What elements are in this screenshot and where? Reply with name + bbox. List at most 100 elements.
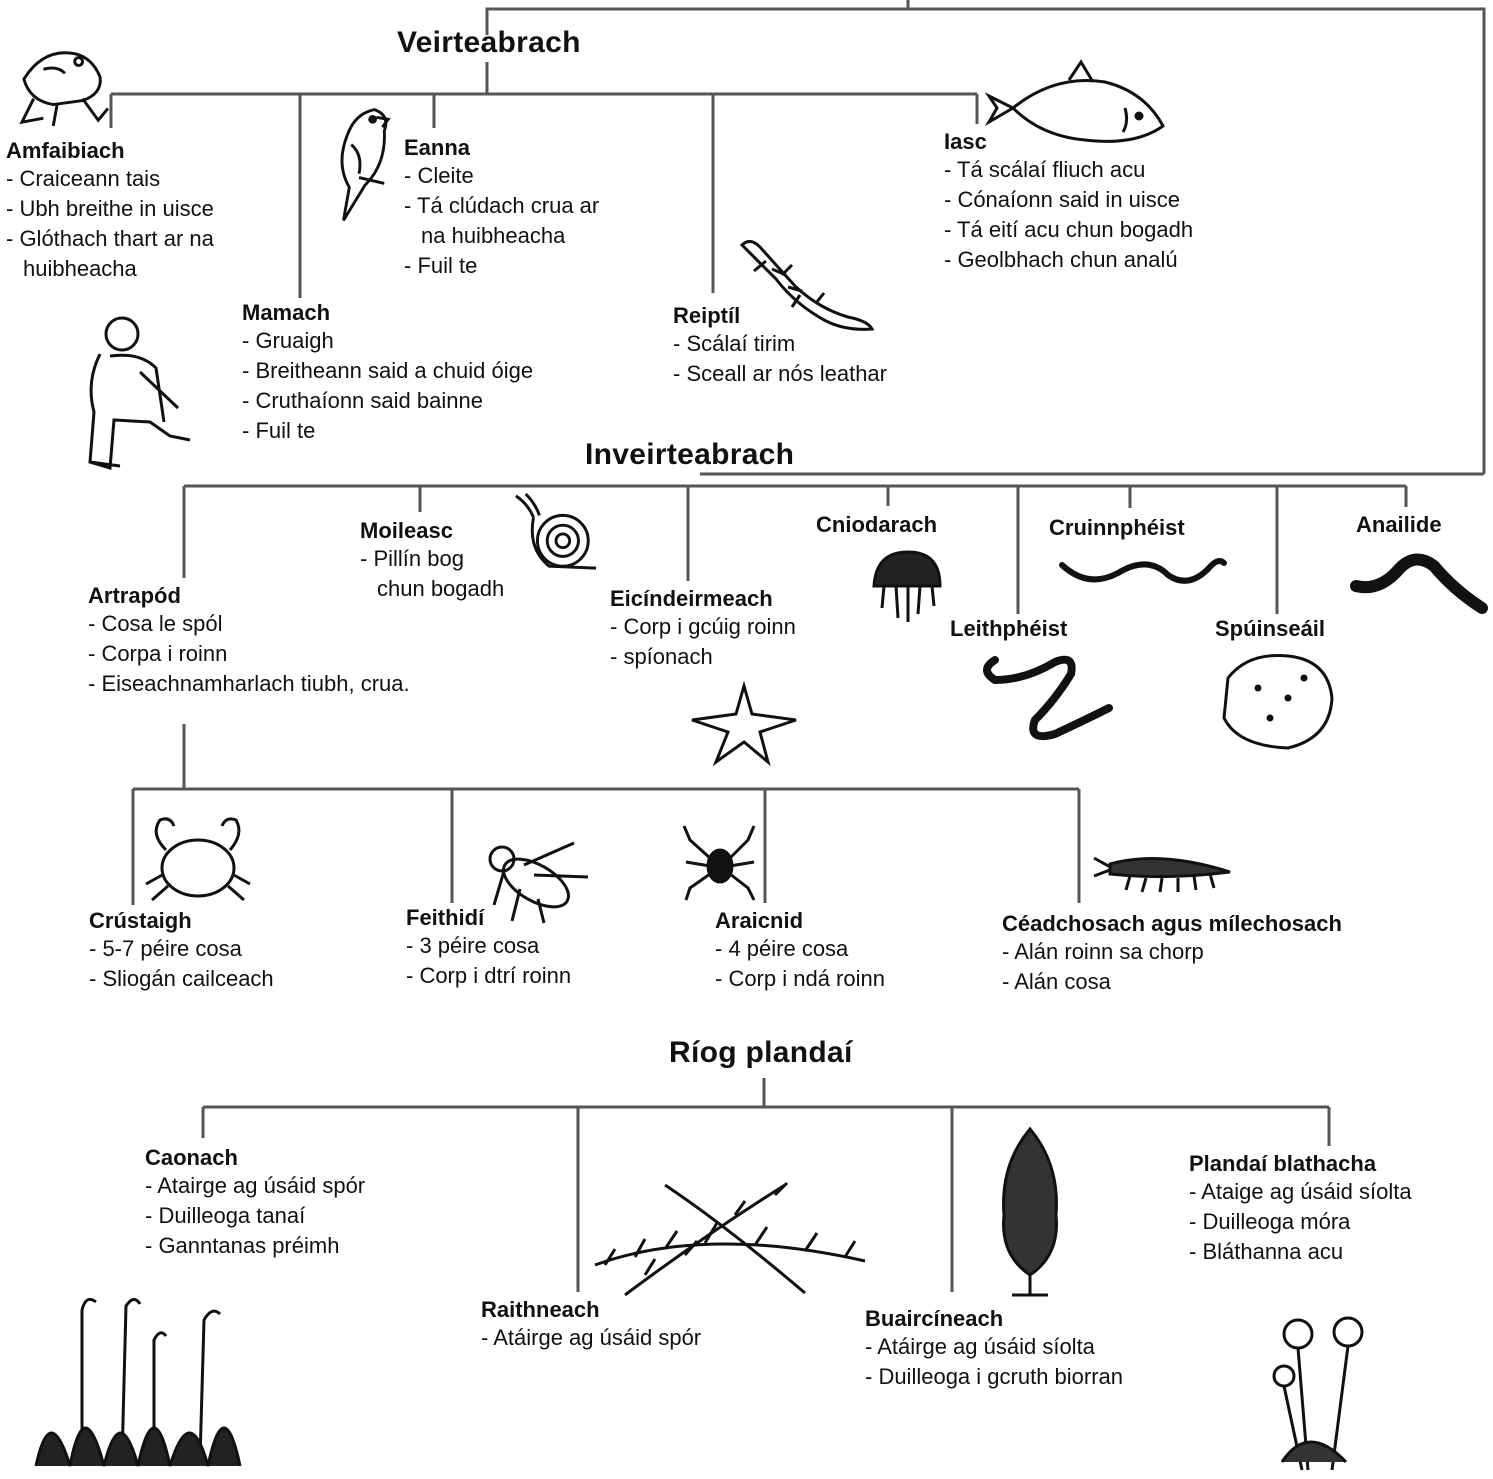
trait: - Cleite [404,161,599,191]
group-name: Moileasc [360,518,504,544]
trait: - Atáirge ag úsáid síolta [865,1332,1123,1362]
trait-list: - Alán roinn sa chorp - Alán cosa [1002,937,1342,997]
group-amphibian: Amfaibiach - Craiceann tais - Ubh breith… [6,138,214,284]
invertebrates-title: Inveirteabrach [585,438,794,472]
trait: - Corpa i roinn [88,639,410,669]
group-conifer: Buaircíneach - Atáirge ag úsáid síolta -… [865,1306,1123,1392]
trait: - Tá scálaí fliuch acu [944,155,1193,185]
trait: - Glóthach thart ar na [6,224,214,254]
group-name: Céadchosach agus mílechosach [1002,911,1342,937]
snail-icon [512,490,600,574]
trait: - Breitheann said a chuid óige [242,356,533,386]
earthworm-icon [1350,546,1488,616]
trait: - Corp i gcúig roinn [610,612,796,642]
trait: huibheacha [6,254,214,284]
fish-icon [985,56,1167,152]
trait: - Duilleoga i gcruth biorran [865,1362,1123,1392]
group-name: Eanna [404,135,599,161]
trait-list: - Cleite - Tá clúdach crua ar na huibhea… [404,161,599,281]
trait-list: - 4 péire cosa - Corp i ndá roinn [715,934,885,994]
group-echinoderm: Eicíndeirmeach - Corp i gcúig roinn - sp… [610,586,796,672]
group-name: Mamach [242,300,533,326]
group-bird: Eanna - Cleite - Tá clúdach crua ar na h… [404,135,599,281]
group-flatworm: Leithphéist [950,616,1067,642]
trait: - Atairge ag úsáid spór [145,1171,365,1201]
trait: - Ataige ag úsáid síolta [1189,1177,1412,1207]
trait: - Ubh breithe in uisce [6,194,214,224]
vertebrates-title: Veirteabrach [397,26,581,60]
fly-icon [464,825,594,925]
trait: - spíonach [610,642,796,672]
group-cnidarian: Cniodarach [816,512,937,538]
group-flowering: Plandaí blathacha - Ataige ag úsáid síol… [1189,1151,1412,1267]
group-crustacean: Crústaigh - 5-7 péire cosa - Sliogán cai… [89,908,274,994]
trait-list: - Atáirge ag úsáid síolta - Duilleoga i … [865,1332,1123,1392]
trait: - Tá clúdach crua ar [404,191,599,221]
moss-icon [30,1290,245,1470]
trait: - Bláthanna acu [1189,1237,1412,1267]
trait: - 5-7 péire cosa [89,934,274,964]
group-fern: Raithneach - Atáirge ag úsáid spór [481,1297,701,1353]
trait: - Duilleoga tanaí [145,1201,365,1231]
plants-title: Ríog plandaí [669,1036,853,1070]
crab-icon [140,814,255,906]
trait: - Fuil te [404,251,599,281]
group-name: Eicíndeirmeach [610,586,796,612]
trait: - Alán cosa [1002,967,1342,997]
sponge-icon [1218,648,1336,752]
group-sponge: Spúinseáil [1215,616,1325,642]
group-arachnid: Araicnid - 4 péire cosa - Corp i ndá roi… [715,908,885,994]
trait-list: - Ataige ag úsáid síolta - Duilleoga mór… [1189,1177,1412,1267]
group-annelid: Anailide [1356,512,1442,538]
tree-icon [990,1125,1070,1297]
trait: - Corp i ndá roinn [715,964,885,994]
trait: - Atáirge ag úsáid spór [481,1323,701,1353]
group-arthropod: Artrapód - Cosa le spól - Corpa i roinn … [88,583,410,699]
trait: - 3 péire cosa [406,931,571,961]
group-roundworm: Cruinnphéist [1049,515,1185,541]
trait: - Cruthaíonn said bainne [242,386,533,416]
group-name: Plandaí blathacha [1189,1151,1412,1177]
trait: - Cónaíonn said in uisce [944,185,1193,215]
group-mammal: Mamach - Gruaigh - Breitheann said a chu… [242,300,533,446]
fern-icon [585,1165,877,1305]
trait-list: - Atáirge ag úsáid spór [481,1323,701,1353]
trait: - Craiceann tais [6,164,214,194]
trait: - Pillín bog [360,544,504,574]
group-name: Caonach [145,1145,365,1171]
trait: - Sliogán cailceach [89,964,274,994]
human-icon [80,312,205,472]
group-name: Buaircíneach [865,1306,1123,1332]
trait-list: - Atairge ag úsáid spór - Duilleoga tana… [145,1171,365,1261]
trait: - Sceall ar nós leathar [673,359,887,389]
group-name: Amfaibiach [6,138,214,164]
trait-list: - Tá scálaí fliuch acu - Cónaíonn said i… [944,155,1193,275]
trait: - Ganntanas préimh [145,1231,365,1261]
group-name: Artrapód [88,583,410,609]
trait-list: - 3 péire cosa - Corp i dtrí roinn [406,931,571,991]
parrot-icon [326,104,394,224]
trait-list: - Gruaigh - Breitheann said a chuid óige… [242,326,533,446]
millipede-icon [1090,846,1240,896]
trait: - Eiseachnamharlach tiubh, crua. [88,669,410,699]
trait: - Gruaigh [242,326,533,356]
lizard-icon [736,235,876,335]
trait-list: - Corp i gcúig roinn - spíonach [610,612,796,672]
jellyfish-icon [870,548,944,624]
starfish-icon [688,684,800,764]
group-name: Crústaigh [89,908,274,934]
trait: - Cosa le spól [88,609,410,639]
group-name: Araicnid [715,908,885,934]
trait-list: - Scálaí tirim - Sceall ar nós leathar [673,329,887,389]
group-moss: Caonach - Atairge ag úsáid spór - Duille… [145,1145,365,1261]
trait: - Fuil te [242,416,533,446]
trait: na huibheacha [404,221,599,251]
flower-icon [1262,1312,1372,1472]
trait-list: - Cosa le spól - Corpa i roinn - Eiseach… [88,609,410,699]
trait: - Duilleoga móra [1189,1207,1412,1237]
flatworm-icon [975,650,1115,750]
spider-icon [680,822,758,902]
trait-list: - Craiceann tais - Ubh breithe in uisce … [6,164,214,284]
trait: - Geolbhach chun analú [944,245,1193,275]
